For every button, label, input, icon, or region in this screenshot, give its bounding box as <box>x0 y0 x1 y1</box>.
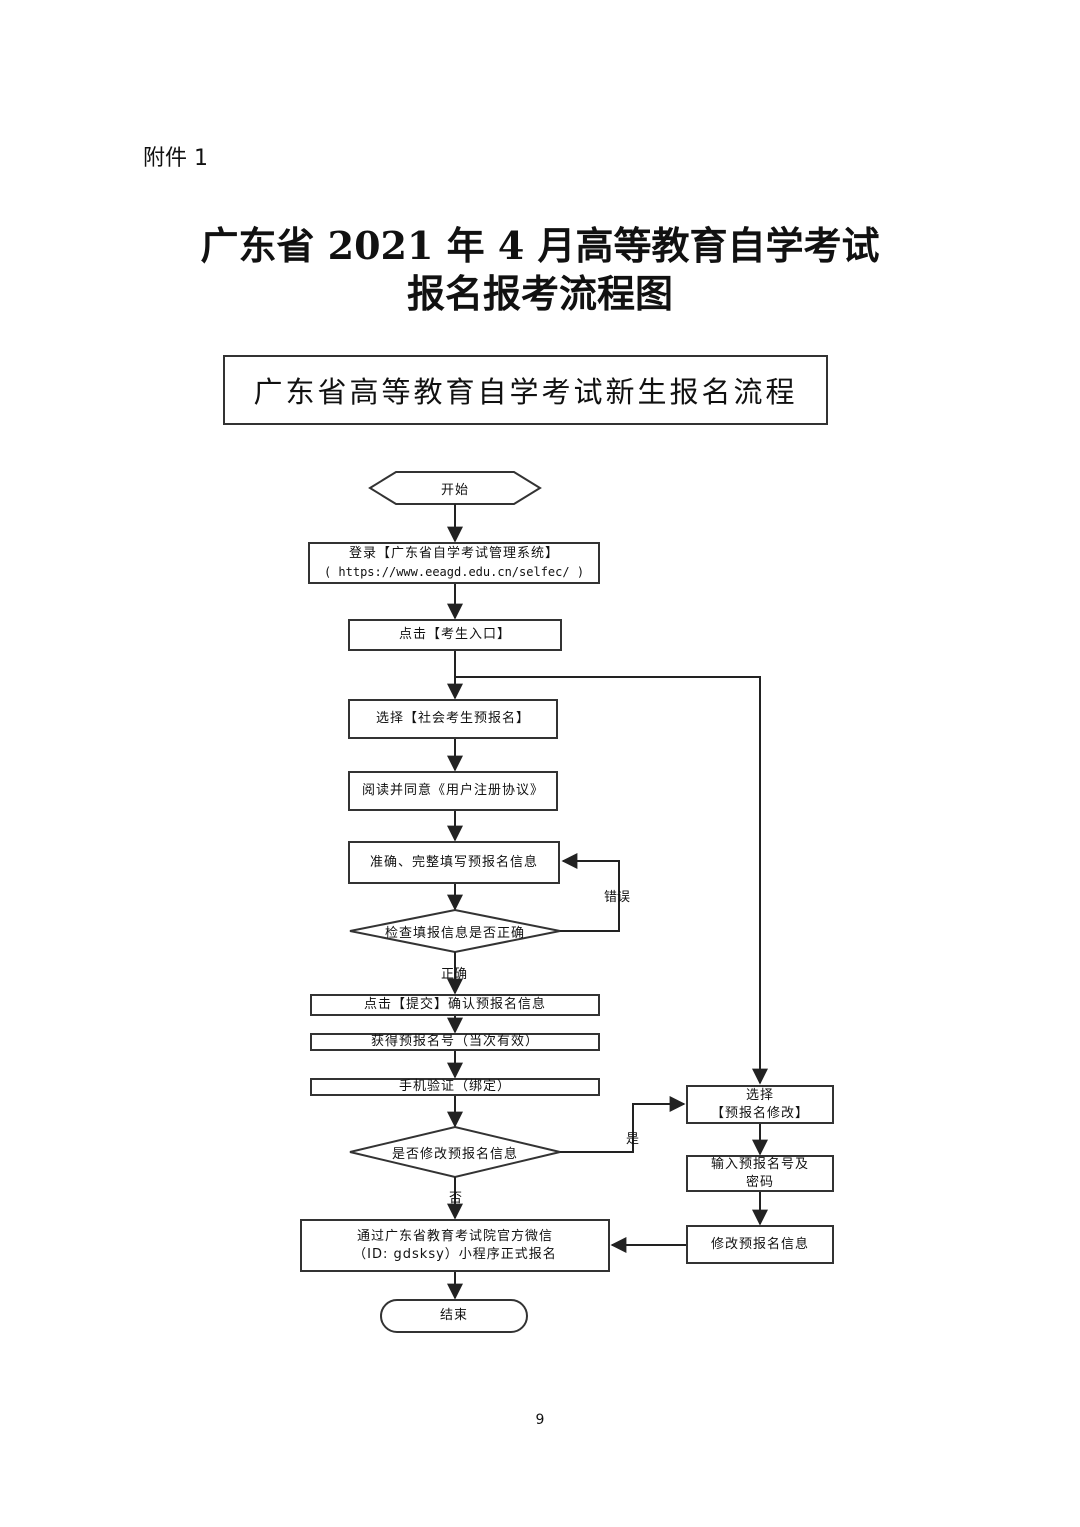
yes-label: 是 <box>626 1132 640 1147</box>
choose-modify-line-2: 【预报名修改】 <box>710 1105 809 1121</box>
submit-box: 点击【提交】确认预报名信息 <box>310 994 600 1016</box>
start-terminal <box>368 471 542 505</box>
click-entry-box: 点击【考生入口】 <box>348 619 562 651</box>
login-line-2: ( https://www.eeagd.edu.cn/selfec/ ) <box>323 565 585 579</box>
formal-line-1: 通过广东省教育考试院官方微信 <box>356 1228 553 1244</box>
formal-line-2: （ID: gdsksy）小程序正式报名 <box>353 1246 557 1262</box>
no-label: 否 <box>449 1191 463 1206</box>
phone-verify-box: 手机验证（绑定） <box>310 1078 600 1096</box>
attachment-label: 附件 1 <box>143 146 208 171</box>
login-line-1: 登录【广东省自学考试管理系统】 <box>348 546 559 561</box>
input-number-box: 输入预报名号及 密码 <box>686 1155 834 1192</box>
choose-modify-line-1: 选择 <box>745 1087 774 1103</box>
error-label: 错误 <box>604 890 631 905</box>
end-terminal: 结束 <box>380 1299 528 1333</box>
formal-registration-box: 通过广东省教育考试院官方微信 （ID: gdsksy）小程序正式报名 <box>300 1219 610 1272</box>
modify-info-box: 修改预报名信息 <box>686 1225 834 1264</box>
fill-info-box: 准确、完整填写预报名信息 <box>348 841 560 884</box>
correct-label: 正确 <box>441 967 468 982</box>
title-line-2: 报名报考流程图 <box>406 271 673 316</box>
input-line-2: 密码 <box>745 1174 774 1190</box>
start-label: 开始 <box>440 483 469 498</box>
login-box: 登录【广东省自学考试管理系统】 ( https://www.eeagd.edu.… <box>308 542 600 584</box>
choose-modify-box: 选择 【预报名修改】 <box>686 1085 834 1124</box>
input-line-1: 输入预报名号及 <box>710 1156 809 1172</box>
modify-question-label: 是否修改预报名信息 <box>391 1147 518 1162</box>
check-info-label: 检查填报信息是否正确 <box>384 926 525 941</box>
get-number-box: 获得预报名号（当次有效） <box>310 1033 600 1051</box>
title-line-1: 广东省 2021 年 4 月高等教育自学考试 <box>200 223 880 268</box>
page-number: 9 <box>535 1412 545 1428</box>
choose-social-box: 选择【社会考生预报名】 <box>348 699 558 739</box>
flow-banner: 广东省高等教育自学考试新生报名流程 <box>223 355 828 425</box>
read-agree-box: 阅读并同意《用户注册协议》 <box>348 771 558 811</box>
